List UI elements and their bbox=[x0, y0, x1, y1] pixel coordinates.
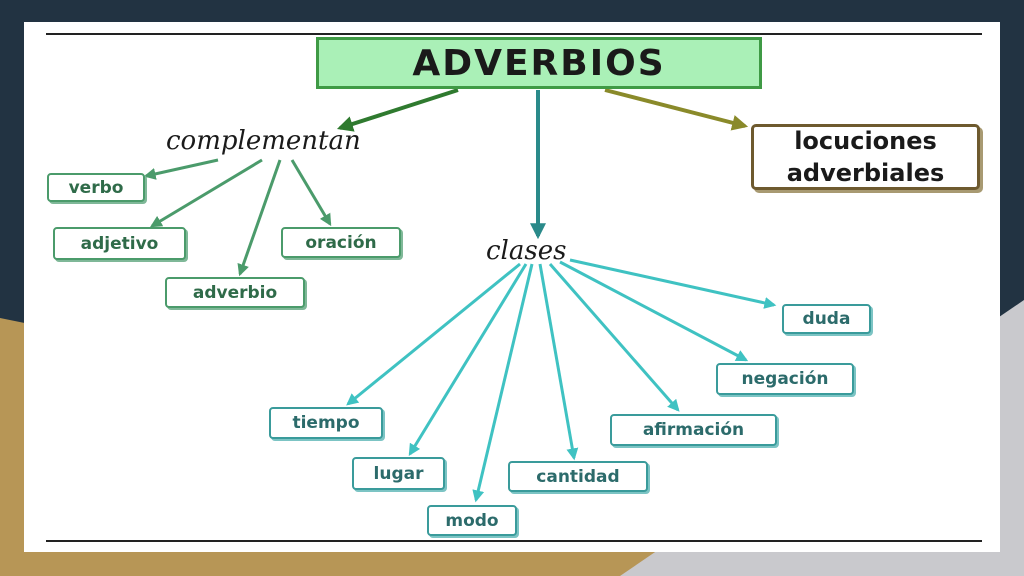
lugar-node: lugar bbox=[352, 457, 445, 490]
bottom-rule bbox=[46, 540, 982, 542]
oracion-node: oración bbox=[281, 227, 401, 258]
afirmacion-node: afirmación bbox=[610, 414, 777, 446]
adverbio-node: adverbio bbox=[165, 277, 305, 308]
complementan-label: complementan bbox=[166, 126, 361, 156]
title-node: ADVERBIOS bbox=[316, 37, 762, 89]
negacion-node: negación bbox=[716, 363, 854, 395]
duda-node: duda bbox=[782, 304, 871, 334]
clases-label: clases bbox=[486, 236, 567, 266]
top-rule bbox=[46, 33, 982, 35]
locuciones-adverbiales-node: locuciones adverbiales bbox=[751, 124, 980, 190]
modo-node: modo bbox=[427, 505, 517, 536]
tiempo-node: tiempo bbox=[269, 407, 383, 439]
cantidad-node: cantidad bbox=[508, 461, 648, 492]
verbo-node: verbo bbox=[47, 173, 145, 202]
adjetivo-node: adjetivo bbox=[53, 227, 186, 260]
locuciones-line1: locuciones bbox=[794, 127, 937, 155]
locuciones-line2: adverbiales bbox=[786, 159, 945, 187]
